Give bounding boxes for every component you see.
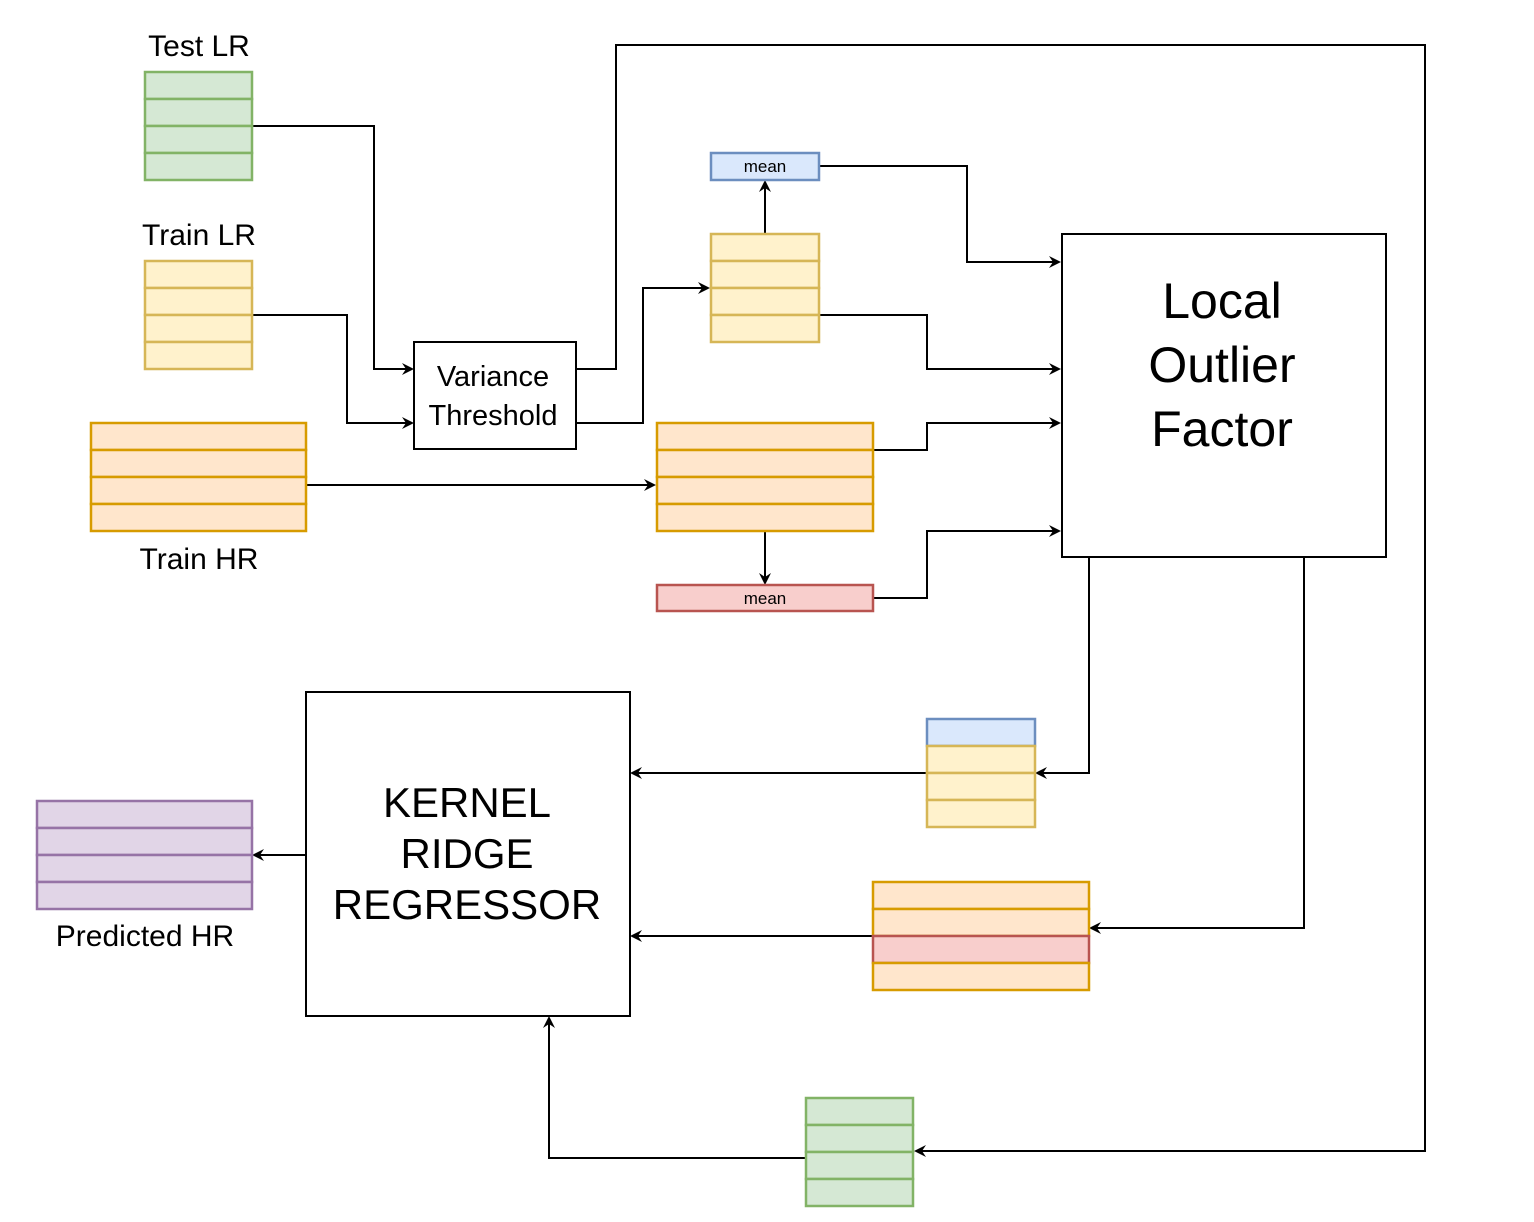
predicted-hr-table — [35, 799, 254, 911]
test-lr-table — [143, 70, 254, 182]
lof-hr-result-table — [871, 880, 1091, 992]
edge-hr-copy-to-lof — [873, 417, 1061, 451]
edge-mean-blue-to-lof — [819, 165, 1061, 268]
mean-hr-label: mean — [744, 589, 787, 608]
local-outlier-factor-box: Local Outlier Factor — [1061, 233, 1387, 558]
train-hr-label: Train HR — [140, 543, 259, 576]
edge-mean-red-to-lof — [873, 525, 1061, 599]
mean-lr-label: mean — [744, 157, 787, 176]
edge-trainlr-to-variance — [252, 314, 414, 429]
edge-lof-to-hr-result — [1089, 558, 1305, 934]
variance-threshold-box: Variance Threshold — [413, 341, 577, 450]
kernel-ridge-regressor-box: KERNEL RIDGE REGRESSOR — [305, 691, 631, 1017]
krr-line3: REGRESSOR — [333, 881, 601, 928]
mean-lr-box: mean — [709, 151, 821, 182]
mean-hr-box: mean — [655, 583, 875, 613]
edge-testlr-to-variance — [252, 125, 414, 375]
edge-variance-to-filtered-trainlr — [576, 282, 710, 424]
train-hr-table — [89, 421, 308, 533]
train-lr-label: Train LR — [142, 219, 256, 252]
train-hr-copy-table — [655, 421, 875, 533]
edge-testlr-copy-to-krr — [543, 1016, 806, 1159]
train-lr-table — [143, 259, 254, 371]
connectors — [252, 44, 1426, 1159]
predicted-hr-label: Predicted HR — [56, 920, 234, 953]
lof-line1: Local — [1162, 273, 1282, 329]
lof-line3: Factor — [1151, 401, 1293, 457]
krr-line1: KERNEL — [383, 779, 551, 826]
edge-lof-to-lr-result — [1035, 558, 1090, 779]
edge-variance-to-testlr-loop — [576, 44, 1426, 1157]
krr-line2: RIDGE — [400, 830, 533, 877]
test-lr-copy-table — [804, 1096, 915, 1208]
variance-threshold-line2: Threshold — [429, 400, 558, 432]
lof-line2: Outlier — [1148, 337, 1295, 393]
test-lr-label: Test LR — [148, 30, 250, 63]
lof-lr-result-table — [925, 717, 1037, 829]
edge-filtered-to-lof — [819, 314, 1061, 375]
variance-threshold-line1: Variance — [437, 361, 549, 393]
filtered-train-lr-table — [709, 232, 821, 344]
